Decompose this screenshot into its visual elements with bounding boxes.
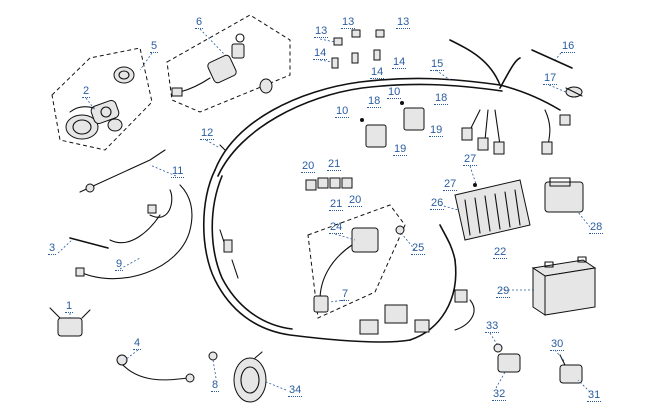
ignition-switch (171, 33, 273, 97)
horn (233, 357, 267, 403)
callout-c10b[interactable]: 10 (387, 86, 402, 99)
callout-c21b[interactable]: 21 (329, 198, 344, 211)
callout-c8[interactable]: 8 (211, 379, 220, 392)
callout-c21a[interactable]: 21 (327, 158, 342, 171)
clip-17 (565, 86, 583, 98)
switch-32 (497, 353, 521, 373)
callout-c3[interactable]: 3 (48, 242, 57, 255)
callout-c31[interactable]: 31 (587, 389, 602, 402)
callout-c25[interactable]: 25 (411, 242, 426, 255)
fuse-holders (305, 177, 353, 191)
callout-c19a[interactable]: 19 (393, 143, 408, 156)
callout-c17[interactable]: 17 (543, 72, 558, 85)
battery (531, 256, 597, 316)
callout-c14b[interactable]: 14 (370, 66, 385, 79)
callout-c13b[interactable]: 13 (341, 16, 356, 29)
callout-c6[interactable]: 6 (195, 16, 204, 29)
callout-c19b[interactable]: 19 (429, 124, 444, 137)
relay-right (403, 107, 425, 131)
callout-c30[interactable]: 30 (550, 338, 565, 351)
horn-bolt (208, 351, 218, 361)
cable-tie (531, 49, 573, 69)
sensor-31 (559, 364, 583, 384)
callout-c16[interactable]: 16 (561, 40, 576, 53)
switch-assembly (65, 66, 135, 140)
callout-c14a[interactable]: 14 (313, 47, 328, 60)
callout-c13a[interactable]: 13 (314, 25, 329, 38)
callout-c32[interactable]: 32 (492, 388, 507, 401)
callout-c11[interactable]: 11 (171, 165, 185, 178)
callout-c24[interactable]: 24 (329, 221, 344, 234)
callout-c13c[interactable]: 13 (396, 16, 411, 29)
group-box-switch (51, 47, 153, 151)
callout-c28[interactable]: 28 (589, 221, 604, 234)
callout-c34[interactable]: 34 (288, 384, 303, 397)
voltage-regulator (454, 179, 531, 241)
callout-c4[interactable]: 4 (133, 337, 142, 350)
callout-c2[interactable]: 2 (82, 85, 91, 98)
callout-c1[interactable]: 1 (65, 300, 74, 313)
callout-c9[interactable]: 9 (115, 258, 124, 271)
small-connectors (331, 29, 385, 69)
callout-c18b[interactable]: 18 (434, 92, 449, 105)
screw-12 (219, 144, 226, 151)
ground-cable (119, 361, 189, 381)
callout-c20a[interactable]: 20 (301, 160, 316, 173)
callout-c27a[interactable]: 27 (463, 153, 478, 166)
relay-left (365, 124, 387, 148)
main-wiring-harness (203, 39, 571, 343)
sensor-cable (79, 149, 166, 193)
tie-strap-3 (69, 237, 109, 249)
callout-c33[interactable]: 33 (485, 320, 500, 333)
callout-c7[interactable]: 7 (341, 288, 350, 301)
callout-c20b[interactable]: 20 (348, 194, 363, 207)
ignition-coil (351, 227, 379, 253)
flasher-relay (57, 317, 83, 337)
connector-block (544, 181, 584, 213)
sub-harness (79, 184, 193, 280)
callout-c22[interactable]: 22 (493, 246, 508, 259)
callout-c27b[interactable]: 27 (443, 178, 458, 191)
callout-c18a[interactable]: 18 (367, 95, 382, 108)
group-box-ignition (166, 14, 291, 113)
callout-c26[interactable]: 26 (430, 197, 445, 210)
callout-c29[interactable]: 29 (496, 285, 511, 298)
callout-c12[interactable]: 12 (200, 127, 215, 140)
callout-c5[interactable]: 5 (150, 40, 159, 53)
callout-c15[interactable]: 15 (430, 58, 445, 71)
callout-c10a[interactable]: 10 (335, 105, 350, 118)
callout-c14c[interactable]: 14 (392, 56, 407, 69)
